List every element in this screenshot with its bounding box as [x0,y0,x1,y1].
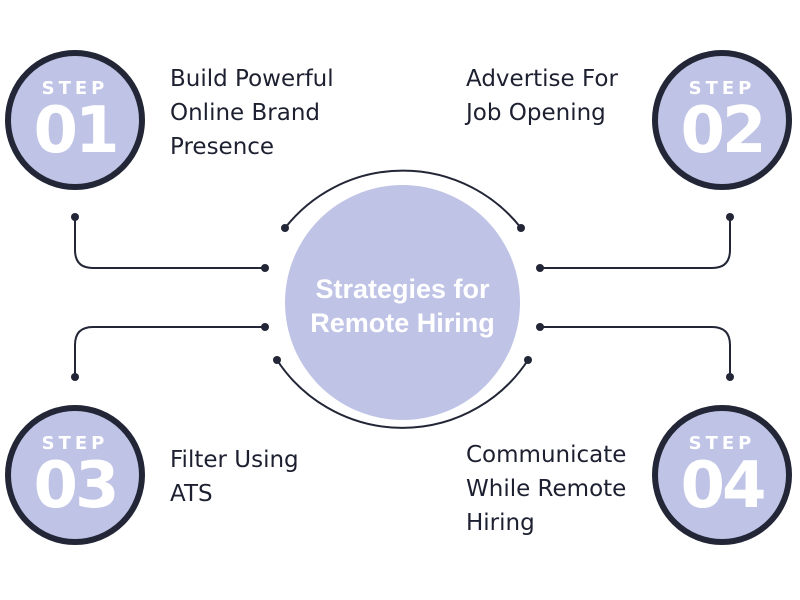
step-word: STEP [41,433,109,454]
endpoint-dot [517,224,525,232]
center-title: Strategies for Remote Hiring [310,273,495,338]
endpoint-dot [261,264,269,272]
step-number: 03 [33,449,119,523]
connector-step-03 [74,326,265,377]
endpoint-dot [536,264,544,272]
step-03-label: Filter Using ATS [170,447,299,507]
step-03-badge: STEP 03 [5,405,145,545]
endpoint-dot [281,224,289,232]
step-04-badge: STEP 04 [652,405,792,545]
step-word: STEP [688,78,756,99]
step-number: 02 [680,94,766,168]
top-arc [284,169,522,229]
endpoint-dot [261,323,269,331]
step-01-label: Build Powerful Online Brand Presence [170,66,334,160]
step-word: STEP [688,433,756,454]
endpoint-dot [726,373,734,381]
connector-step-04 [540,326,731,377]
center-circle: Strategies for Remote Hiring [285,185,520,420]
step-number: 04 [680,449,766,523]
endpoint-dot [726,213,734,221]
endpoint-dot [273,356,281,364]
connector-step-02 [540,217,731,269]
step-04-label: Communicate While Remote Hiring [466,442,627,536]
endpoint-dot [71,213,79,221]
endpoint-dot [524,356,532,364]
endpoint-dot [536,323,544,331]
endpoint-dot [71,373,79,381]
step-01-badge: STEP 01 [5,50,145,190]
step-number: 01 [33,94,119,168]
step-word: STEP [41,78,109,99]
step-02-badge: STEP 02 [652,50,792,190]
connector-step-01 [74,217,265,269]
bottom-arc [276,359,529,429]
step-02-label: Advertise For Job Opening [466,66,618,126]
